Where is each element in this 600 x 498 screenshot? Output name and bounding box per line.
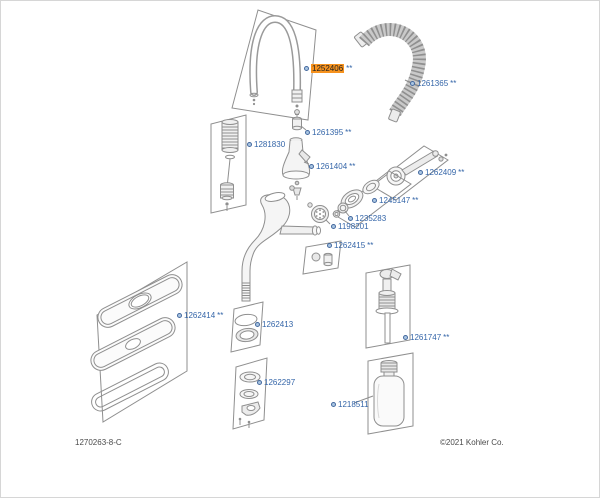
- part-number-suffix: **: [349, 162, 356, 171]
- drawing-dispenser-head-box: [365, 264, 411, 349]
- drawing-check-valve-box: [302, 240, 342, 275]
- part-number: 1262409: [425, 168, 457, 177]
- part-link-dot-icon: [327, 243, 332, 248]
- drawing-valve-body: [281, 137, 311, 200]
- part-link-dot-icon: [247, 142, 252, 147]
- part-number-suffix: **: [367, 241, 374, 250]
- part-link-dot-icon: [403, 335, 408, 340]
- part-number: 1245147: [379, 196, 411, 205]
- part-link-dot-icon: [331, 402, 336, 407]
- drawing-mounting-hardware-box: [232, 357, 268, 430]
- part-number: 1198201: [338, 222, 369, 231]
- part-number: 1262414: [184, 311, 216, 320]
- part-link-dot-icon: [410, 81, 415, 86]
- part-link-dot-icon: [257, 380, 262, 385]
- part-number: 1261395: [312, 128, 344, 137]
- part-number: 1262413: [262, 320, 294, 329]
- doc-number: 1270263-8-C: [75, 438, 122, 447]
- part-link-1245147[interactable]: 1245147**: [372, 196, 418, 205]
- part-link-1261404[interactable]: 1261404**: [309, 162, 355, 171]
- part-link-1235283[interactable]: 1235283: [348, 214, 388, 223]
- part-number-suffix: **: [458, 168, 465, 177]
- part-number-suffix: **: [412, 196, 419, 205]
- part-link-1198201[interactable]: 1198201: [331, 222, 371, 231]
- drawing-coil-hose: [354, 23, 426, 123]
- part-number: 1218511: [338, 400, 369, 409]
- part-link-1262409[interactable]: 1262409**: [418, 168, 464, 177]
- part-link-1261747[interactable]: 1261747**: [403, 333, 449, 342]
- part-number-suffix: **: [345, 128, 352, 137]
- part-link-1262415[interactable]: 1262415**: [327, 241, 373, 250]
- part-number: 1262415: [334, 241, 366, 250]
- part-link-dot-icon: [309, 164, 314, 169]
- copyright-text: ©2021 Kohler Co.: [440, 438, 504, 447]
- drawing-orings: [332, 202, 350, 218]
- part-link-dot-icon: [304, 66, 309, 71]
- part-link-1281830[interactable]: 1281830: [247, 140, 287, 149]
- drawing-adapter: [292, 109, 307, 131]
- part-link-dot-icon: [255, 322, 260, 327]
- part-number: 1261404: [316, 162, 348, 171]
- drawing-gasket-stack-box: [230, 301, 264, 353]
- part-link-dot-icon: [372, 198, 377, 203]
- part-number-suffix: **: [450, 79, 457, 88]
- part-link-1261395[interactable]: 1261395**: [305, 128, 351, 137]
- part-number: 1261747: [410, 333, 442, 342]
- part-link-dot-icon: [331, 224, 336, 229]
- part-link-1261365[interactable]: 1261365**: [410, 79, 456, 88]
- part-link-dot-icon: [348, 216, 353, 221]
- part-number: 1262297: [264, 378, 296, 387]
- drawing-deck-plates-box: [90, 261, 188, 423]
- part-link-dot-icon: [305, 130, 310, 135]
- drawing-faucet-body: [241, 185, 321, 302]
- drawing-sprayface: [307, 202, 331, 225]
- part-link-1262297[interactable]: 1262297: [257, 378, 297, 387]
- part-number: 1235283: [355, 214, 387, 223]
- part-number: 1252406: [311, 64, 345, 73]
- part-link-dot-icon: [177, 313, 182, 318]
- part-link-1252406[interactable]: 1252406**: [304, 64, 352, 73]
- drawing-dispenser-bottle-box: [353, 352, 414, 435]
- part-number: 1261365: [417, 79, 449, 88]
- drawing-spout-assembly: [231, 9, 317, 121]
- part-number-suffix: **: [217, 311, 224, 320]
- drawing-supply-hose-box: [210, 114, 247, 214]
- part-number-suffix: **: [443, 333, 450, 342]
- part-link-1262413[interactable]: 1262413: [255, 320, 295, 329]
- part-link-dot-icon: [418, 170, 423, 175]
- part-link-1218511[interactable]: 1218511: [331, 400, 371, 409]
- drawing-handle-assembly: [371, 145, 449, 201]
- part-number-suffix: **: [346, 64, 353, 73]
- drawing-bearing-rings: [332, 170, 412, 228]
- part-number: 1281830: [254, 140, 286, 149]
- part-link-1262414[interactable]: 1262414**: [177, 311, 223, 320]
